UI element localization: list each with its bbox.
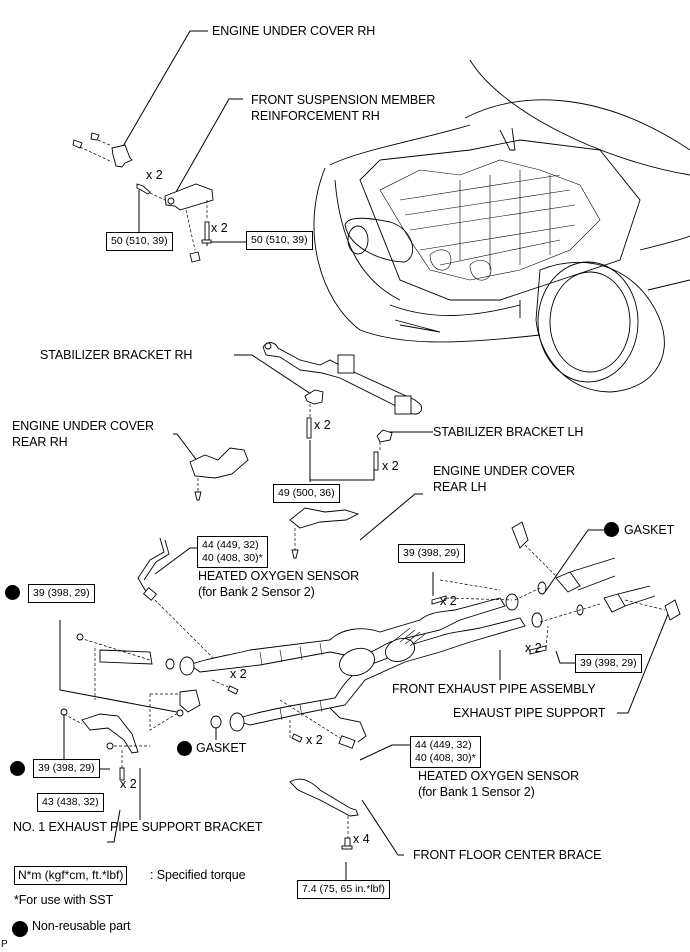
engine-under-cover-rh-drawing [72,132,133,168]
count-x2: x 2 [382,459,399,473]
torque-spec-box: 39 (398, 29) [575,654,642,673]
oxygen-sensor-bank1-drawing [279,699,367,749]
torque-spec-box: 50 (510, 39) [106,232,173,251]
legend-torque-box: N*m (kgf*cm, ft.*lbf) [14,866,128,885]
non-reusable-marker-legend [12,921,28,937]
torque-value-sst: 40 (408, 30)* [415,752,476,764]
count-x2: x 2 [120,777,137,791]
non-reusable-marker [604,522,619,537]
label-heated-oxygen-sensor-bank2: HEATED OXYGEN SENSOR [198,569,359,583]
label-stabilizer-bracket-rh: STABILIZER BRACKET RH [40,348,193,362]
downstream-pipe-drawing [431,521,681,655]
torque-spec-box: 49 (500, 36) [273,484,340,503]
torque-spec-box: 7.4 (75, 65 in.*lbf) [297,880,390,899]
legend-torque-desc: : Specified torque [150,868,246,882]
torque-value: 44 (449, 32) [202,539,259,551]
count-x2: x 2 [525,641,542,655]
label-engine-under-cover-rear-lh-line2: REAR LH [433,480,487,494]
count-x2: x 2 [211,221,228,235]
label-gasket: GASKET [624,523,675,537]
label-engine-under-cover-rear-rh: ENGINE UNDER COVER [12,419,154,433]
label-heated-oxygen-sensor-bank1-line2: (for Bank 1 Sensor 2) [418,785,535,799]
torque-spec-box-ho2s-bank2: 44 (449, 32) 40 (408, 30)* [197,536,268,568]
engine-under-cover-rear-rh-drawing [189,447,249,501]
label-front-suspension-member: FRONT SUSPENSION MEMBER [251,93,436,107]
label-front-suspension-member-line2: REINFORCEMENT RH [251,109,380,123]
label-engine-under-cover-rear-lh: ENGINE UNDER COVER [433,464,575,478]
torque-spec-box: 39 (398, 29) [28,584,95,603]
vehicle-front-drawing [313,59,690,393]
non-reusable-marker [177,741,192,756]
leader-lines [59,30,669,880]
legend-sst-note: *For use with SST [14,893,114,907]
label-stabilizer-bracket-lh: STABILIZER BRACKET LH [433,425,584,439]
label-exhaust-pipe-support: EXHAUST PIPE SUPPORT [453,706,606,720]
label-gasket: GASKET [196,741,247,755]
label-heated-oxygen-sensor-bank1: HEATED OXYGEN SENSOR [418,769,579,783]
support-bracket-drawing [60,708,150,781]
count-x2: x 2 [146,168,163,182]
label-engine-under-cover-rear-rh-line2: REAR RH [12,435,68,449]
torque-spec-box-ho2s-bank1: 44 (449, 32) 40 (408, 30)* [410,736,481,768]
torque-spec-box: 50 (510, 39) [246,231,313,250]
count-x2: x 2 [440,594,457,608]
count-x4: x 4 [353,832,370,846]
label-no1-exhaust-pipe-support-bracket: NO. 1 EXHAUST PIPE SUPPORT BRACKET [13,820,263,834]
label-heated-oxygen-sensor-bank2-line2: (for Bank 2 Sensor 2) [198,585,315,599]
non-reusable-marker [5,585,20,600]
front-floor-center-brace-drawing [289,778,359,850]
count-x2: x 2 [306,733,323,747]
legend-non-reusable: Non-reusable part [32,919,131,933]
engine-under-cover-rear-lh-drawing [289,507,360,559]
torque-value-sst: 40 (408, 30)* [202,552,263,564]
page-marker: P [1,939,8,950]
front-suspension-member-reinforcement-drawing [136,183,214,263]
label-front-exhaust-pipe-assembly: FRONT EXHAUST PIPE ASSEMBLY [392,682,596,696]
torque-spec-box: 43 (438, 32) [37,793,104,812]
count-x2: x 2 [314,418,331,432]
label-engine-under-cover-rh: ENGINE UNDER COVER RH [212,24,376,38]
count-x2: x 2 [230,667,247,681]
non-reusable-marker [10,761,25,776]
torque-spec-box: 39 (398, 29) [33,759,100,778]
label-front-floor-center-brace: FRONT FLOOR CENTER BRACE [413,848,602,862]
torque-value: 44 (449, 32) [415,739,472,751]
front-exhaust-pipe-drawing [76,593,543,743]
stabilizer-bar-drawing [262,342,423,471]
torque-spec-box: 39 (398, 29) [398,544,465,563]
oxygen-sensor-bank2-drawing [137,537,216,661]
